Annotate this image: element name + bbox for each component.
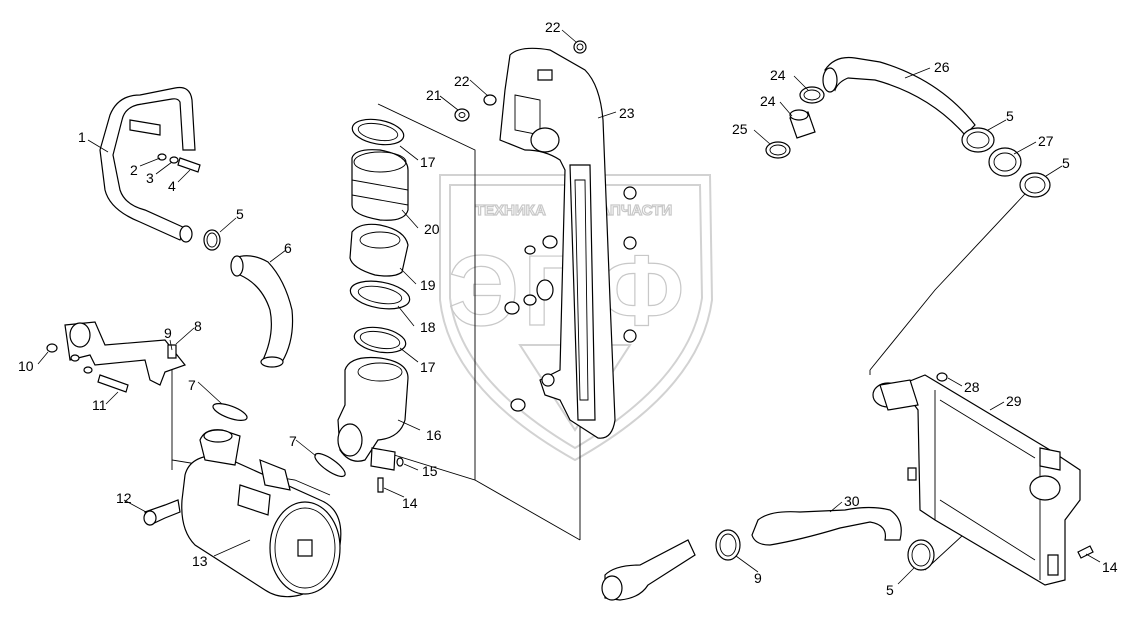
leader-lines xyxy=(37,29,1101,585)
callout-13: 13 xyxy=(192,553,208,569)
callout-28: 28 xyxy=(964,379,980,395)
callout-21: 21 xyxy=(426,87,442,103)
callout-5: 5 xyxy=(1006,108,1014,124)
callout-7: 7 xyxy=(289,433,297,449)
watermark-top-left: ТЕХНИКА xyxy=(475,202,546,219)
clamp-5-right xyxy=(1019,172,1051,198)
callout-5: 5 xyxy=(886,582,894,598)
callout-24: 24 xyxy=(770,67,786,83)
bolt-14-right xyxy=(1077,545,1094,559)
callout-7: 7 xyxy=(188,377,196,393)
callout-2: 2 xyxy=(130,162,138,178)
callout-4: 4 xyxy=(168,178,176,194)
pipe-1 xyxy=(99,86,196,243)
callout-6: 6 xyxy=(284,240,292,256)
callout-30: 30 xyxy=(844,493,860,509)
hose-26 xyxy=(822,56,976,136)
sensor-12 xyxy=(143,499,181,526)
hardware-2-3-4 xyxy=(157,153,201,173)
bolt-28 xyxy=(936,372,948,382)
callout-25: 24 xyxy=(760,93,776,109)
callout-17: 17 xyxy=(420,359,436,375)
washer-22-left xyxy=(483,94,497,106)
callout-11: 11 xyxy=(92,397,107,413)
o-ring-7-left xyxy=(212,403,248,421)
coupler-27 xyxy=(988,147,1022,177)
callout-23: 23 xyxy=(619,105,635,121)
callout-29: 29 xyxy=(1006,393,1022,409)
callout-labels: 1 2 3 4 5 6 7 7 8 9 10 11 12 13 14 15 16… xyxy=(18,19,1118,598)
callout-15: 15 xyxy=(422,463,438,479)
sleeve-25 xyxy=(789,109,816,139)
callout-14: 14 xyxy=(402,495,418,511)
callout-5: 5 xyxy=(236,206,244,222)
o-ring-7-right xyxy=(314,452,346,478)
watermark-top-right: ЗАПЧАСТИ xyxy=(590,202,672,219)
clamp-5-left xyxy=(203,229,221,251)
bracket-nuts xyxy=(504,186,637,412)
callout-22: 22 xyxy=(454,73,470,89)
clamp-24-bottom xyxy=(765,141,791,159)
nut-22-top xyxy=(573,40,587,54)
outlet-elbow xyxy=(601,539,696,601)
bolt-15 xyxy=(396,457,404,467)
callout-18: 18 xyxy=(420,319,436,335)
adapter-20 xyxy=(351,149,409,221)
callout-14: 14 xyxy=(1102,559,1118,575)
callout-5: 5 xyxy=(1062,155,1070,171)
callout-12: 12 xyxy=(116,490,132,506)
clamp-5-bottom xyxy=(907,539,935,571)
gasket-17-top xyxy=(351,118,405,146)
callout-17: 17 xyxy=(420,154,436,170)
bracket-assembly xyxy=(46,321,186,393)
callout-8: 8 xyxy=(194,318,202,334)
clamp-9-bottom xyxy=(715,529,741,561)
air-filter-13 xyxy=(181,429,342,598)
hose-6 xyxy=(230,255,294,368)
callout-26: 26 xyxy=(934,59,950,75)
gasket-18 xyxy=(349,280,411,310)
hose-30 xyxy=(751,506,902,546)
bracket-23 xyxy=(499,47,616,439)
callout-20: 20 xyxy=(424,221,440,237)
callout-16: 16 xyxy=(426,427,442,443)
callout-3: 3 xyxy=(146,170,154,186)
callout-24: 25 xyxy=(732,121,748,137)
intercooler-29 xyxy=(872,374,1081,586)
nut-21 xyxy=(454,108,470,122)
bolt-14 xyxy=(377,477,384,493)
callout-27: 27 xyxy=(1038,133,1054,149)
callout-9: 9 xyxy=(164,325,172,341)
housing-16 xyxy=(337,356,409,471)
fitting-19 xyxy=(349,223,409,277)
callout-1: 1 xyxy=(78,129,86,145)
clamp-5-top-right xyxy=(961,127,995,153)
gasket-17-lower xyxy=(353,326,407,354)
callout-19: 19 xyxy=(420,277,436,293)
callout-9: 9 xyxy=(754,570,762,586)
callout-10: 10 xyxy=(18,358,34,374)
callout-22: 22 xyxy=(545,19,561,35)
clamp-24-top xyxy=(799,86,825,104)
